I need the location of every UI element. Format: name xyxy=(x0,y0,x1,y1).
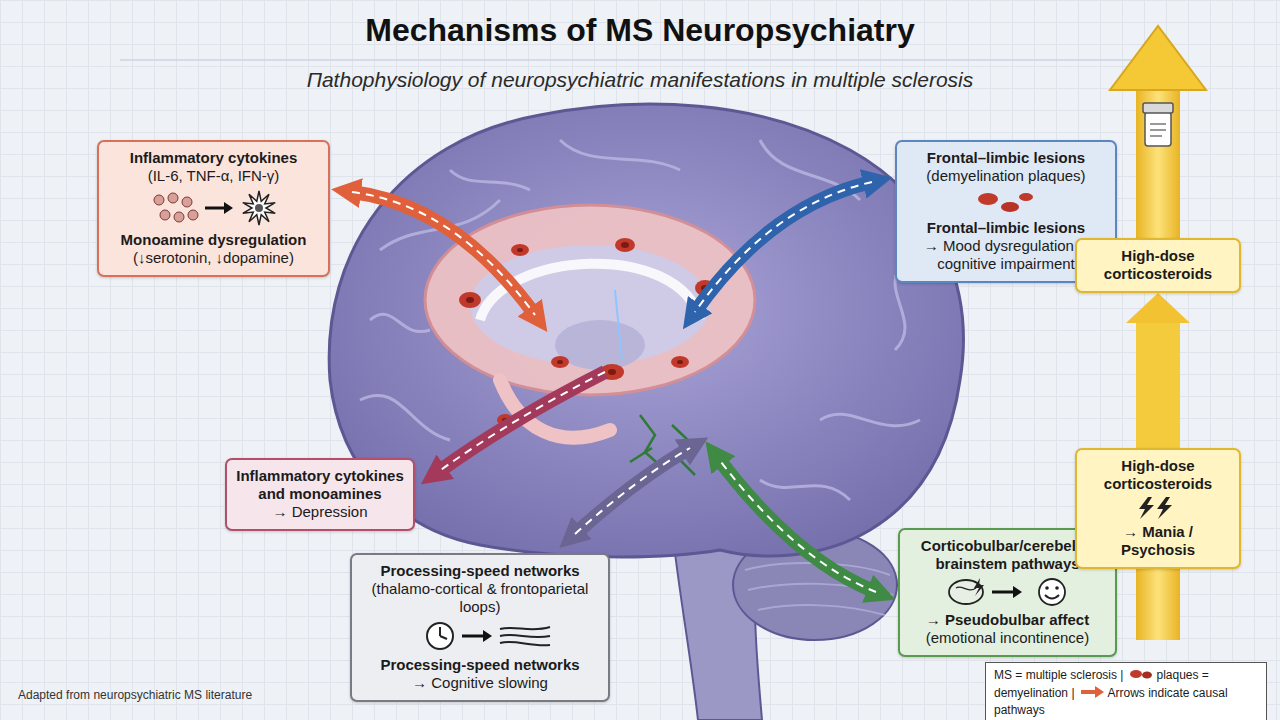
box-heading: Frontal–limbic lesions xyxy=(905,219,1107,237)
gyri xyxy=(360,140,920,500)
arrow-dash xyxy=(438,372,605,472)
lesion-arrow xyxy=(695,182,872,312)
box-text: (↓serotonin, ↓dopamine) xyxy=(107,249,320,267)
vessel-line xyxy=(615,290,622,360)
box-heading: Inflammatory cytokines and monoamines xyxy=(235,467,405,503)
arrow-dash xyxy=(718,458,876,592)
legend-sample xyxy=(1128,667,1154,685)
box-text: (emotional incontinence) xyxy=(908,629,1107,647)
box-heading: Frontal–limbic lesions xyxy=(905,149,1107,167)
pathway-arrow xyxy=(718,458,876,592)
box-heading: High-dose corticosteroids xyxy=(1085,247,1231,283)
title-rule xyxy=(120,59,1160,61)
box-icon xyxy=(908,576,1107,608)
box-text: → Cognitive slowing xyxy=(360,674,600,692)
box-heading: Monoamine dysregulation xyxy=(107,231,320,249)
box-heading: → Pseudobulbar affect xyxy=(908,611,1107,629)
arrow-dash xyxy=(695,182,872,312)
box-text: → Depression xyxy=(235,503,405,521)
box-icon xyxy=(360,619,600,653)
box-heading: Inflammatory cytokines xyxy=(107,149,320,167)
box-heading: → Mania / Psychosis xyxy=(1085,523,1231,559)
arrow-dash xyxy=(575,448,690,534)
cerebrum xyxy=(329,104,963,557)
steroid-connector xyxy=(1136,323,1180,448)
processing-box: Processing-speed networks(thalamo-cortic… xyxy=(350,553,610,702)
diagram-title: Mechanisms of MS Neuropsychiatry xyxy=(0,12,1280,49)
causal-arrows xyxy=(352,182,876,592)
depression-arrow xyxy=(438,372,605,472)
hippocampus xyxy=(500,380,610,438)
box-text: (demyelination plaques) xyxy=(905,167,1107,185)
cytokine-arrow xyxy=(352,192,535,315)
arrow-dash xyxy=(352,192,535,315)
depression-box: Inflammatory cytokines and monoamines→ D… xyxy=(225,458,415,531)
legend-text: MS = multiple sclerosis | xyxy=(994,668,1124,682)
box-heading: High-dose corticosteroids xyxy=(1085,457,1231,493)
subtitle: Пathophysiology of neuropsychiatric mani… xyxy=(0,68,1280,92)
pill-bottle xyxy=(1143,103,1173,146)
box-text: (thalamo-cortical & frontoparietal loops… xyxy=(360,580,600,616)
steroid-arrowhead xyxy=(1110,26,1206,90)
legend-sample xyxy=(1079,685,1105,703)
steroid-effect-box: High-dose corticosteroids → Mania / Psych… xyxy=(1075,448,1241,569)
box-icon xyxy=(905,188,1107,216)
box-icon xyxy=(1085,496,1231,520)
box-heading: Processing-speed networks xyxy=(360,656,600,674)
box-heading: Processing-speed networks xyxy=(360,562,600,580)
box-text: (IL-6, TNF-α, IFN-γ) xyxy=(107,167,320,185)
steroid-box: High-dose corticosteroids xyxy=(1075,238,1241,293)
legend-item: MS = multiple sclerosis | xyxy=(994,668,1128,682)
cytokine-box: Inflammatory cytokines(IL-6, TNF-α, IFN-… xyxy=(97,140,330,277)
box-icon xyxy=(107,188,320,228)
processing-arrow xyxy=(575,448,690,534)
legend-box: MS = multiple sclerosis |plaques = demye… xyxy=(985,662,1267,720)
